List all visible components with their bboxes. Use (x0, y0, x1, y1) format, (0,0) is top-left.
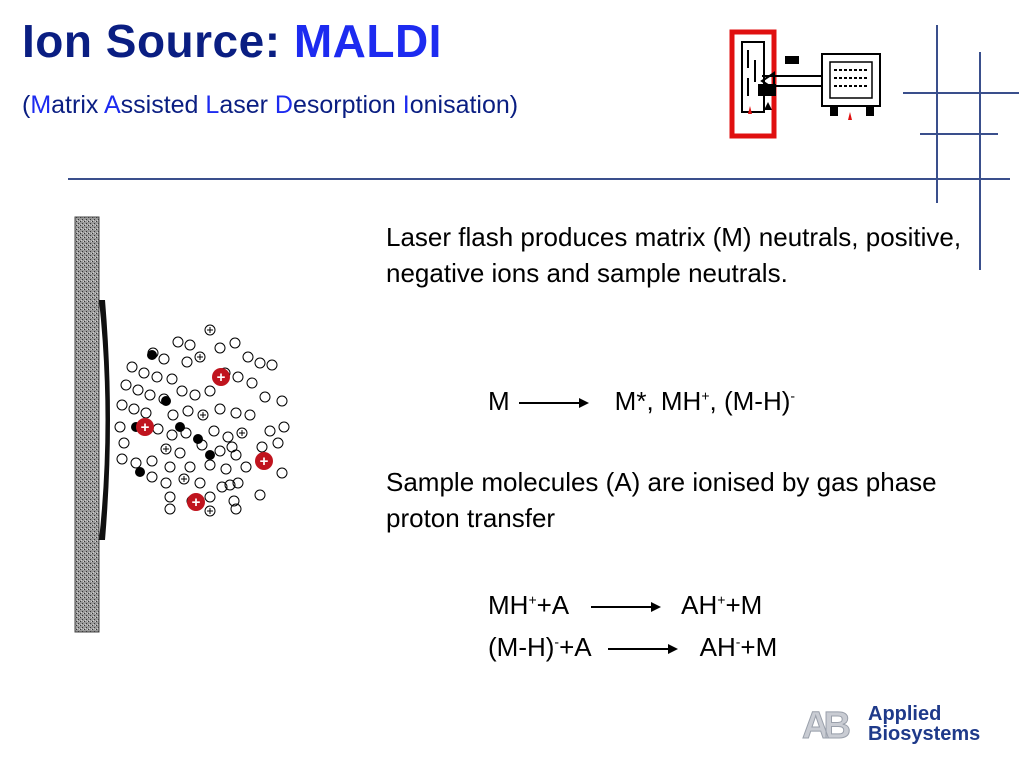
subtitle-word-desorption: esorption (292, 91, 403, 119)
subtitle-close-paren: ) (509, 91, 519, 119)
instrument-diagram-icon (729, 29, 881, 139)
subtitle-initial-m: M (30, 91, 52, 119)
equation-1: M M*, MH+, (M-H)- (488, 388, 795, 414)
ion-label-3: + (260, 453, 269, 470)
eq2-rhs-b: +M (725, 590, 763, 620)
eq1-rhs-a: M*, MH (614, 386, 702, 416)
eq1-rhs-a-charge: + (701, 387, 710, 404)
subtitle-word-matrix: atrix (51, 91, 104, 119)
ion-label-4: + (192, 494, 201, 511)
eq3-rhs-a: AH (699, 632, 736, 662)
title-prefix: Ion Source: (22, 15, 294, 67)
maldi-plume-illustration: + + + + (74, 216, 290, 633)
subtitle-initial-d: D (274, 91, 293, 119)
eq3-rhs-b: +M (740, 632, 778, 662)
applied-biosystems-logo: AB (802, 705, 856, 745)
header-rule (68, 178, 1010, 180)
eq2-lhs-b: +A (536, 590, 570, 620)
matrix-crystal-layer (99, 300, 110, 540)
grid-line-h1 (903, 92, 1019, 94)
body-paragraph-2: Sample molecules (A) are ionised by gas … (386, 467, 937, 533)
grid-line-h2 (920, 133, 998, 135)
matrix-particles (114, 324, 290, 517)
title-accent: MALDI (293, 15, 442, 67)
logo-line-1: Applied (868, 703, 942, 725)
eq1-arrow (518, 398, 589, 409)
protonated-ions (136, 368, 273, 511)
ion-label-2: + (141, 419, 150, 436)
sample-molecules (131, 350, 215, 477)
eq1-rhs-b-charge: - (790, 387, 796, 404)
ion-plus-labels: + + + + (141, 369, 269, 511)
logo-wordmark: Applied Biosystems (868, 704, 980, 745)
subtitle-word-laser: aser (219, 91, 275, 119)
eq2-lhs-a: MH (488, 590, 529, 620)
grid-line-v2 (979, 52, 981, 270)
logo-mark: AB (802, 705, 849, 744)
ion-label-1: + (217, 369, 226, 386)
subtitle-initial-i: I (402, 91, 410, 119)
eq3-arrow (607, 644, 678, 655)
subtitle-open-paren: ( (22, 91, 31, 119)
eq3-rhs-charge: - (735, 633, 741, 650)
subtitle-word-assisted: ssisted (120, 91, 206, 119)
subtitle-word-ionisation: onisation (409, 91, 510, 119)
logo-line-2: Biosystems (868, 723, 981, 746)
eq2-lhs-charge: + (528, 591, 537, 608)
eq2-arrow (591, 602, 662, 613)
eq3-lhs-a: (M-H) (488, 632, 555, 662)
eq1-rhs-b: , (M-H) (709, 386, 791, 416)
eq3-lhs-charge: - (554, 633, 560, 650)
eq2-rhs-charge: + (717, 591, 726, 608)
eq1-lhs: M (488, 386, 510, 416)
eq3-lhs-b: +A (559, 632, 592, 662)
subtitle-initial-l: L (205, 91, 220, 119)
eq2-rhs-a: AH (681, 590, 718, 620)
slide-subtitle: (Matrix Assisted Laser Desorption Ionisa… (22, 93, 518, 118)
grid-line-v1 (936, 25, 938, 203)
sample-plate (74, 216, 100, 633)
body-paragraph-1: Laser flash produces matrix (M) neutrals… (386, 222, 962, 288)
subtitle-initial-a: A (103, 91, 121, 119)
slide-title: Ion Source: MALDI (22, 18, 442, 64)
